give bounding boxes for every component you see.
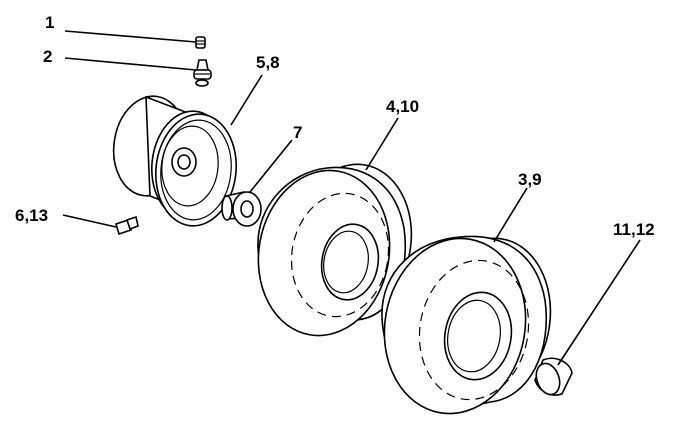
part-3-9-tire	[381, 235, 552, 415]
callout-11-12: 11,12	[613, 220, 655, 239]
callout-1: 1	[45, 13, 54, 32]
leader-5-8	[230, 74, 263, 126]
leader-3-9	[493, 187, 528, 243]
callout-5-8: 5,8	[256, 53, 280, 72]
callout-7: 7	[293, 123, 302, 142]
callout-2: 2	[43, 47, 52, 66]
part-7-spacer	[221, 191, 262, 227]
leader-4-10	[365, 117, 399, 171]
leader-2	[64, 57, 197, 71]
part-1-valve-cap	[195, 36, 206, 49]
part-5-8-rim	[112, 95, 238, 227]
leader-11-12	[557, 239, 641, 366]
leader-1	[64, 30, 197, 43]
leader-7	[249, 139, 293, 193]
callout-6-13: 6,13	[15, 206, 48, 225]
leader-6-13	[62, 214, 117, 228]
part-2-valve-stem	[193, 59, 212, 87]
part-11-12-bushing	[534, 357, 573, 396]
callout-4-10: 4,10	[386, 97, 419, 116]
callout-3-9: 3,9	[518, 170, 542, 189]
part-6-13-bolt	[115, 215, 139, 236]
part-4-10-tire	[257, 163, 413, 337]
